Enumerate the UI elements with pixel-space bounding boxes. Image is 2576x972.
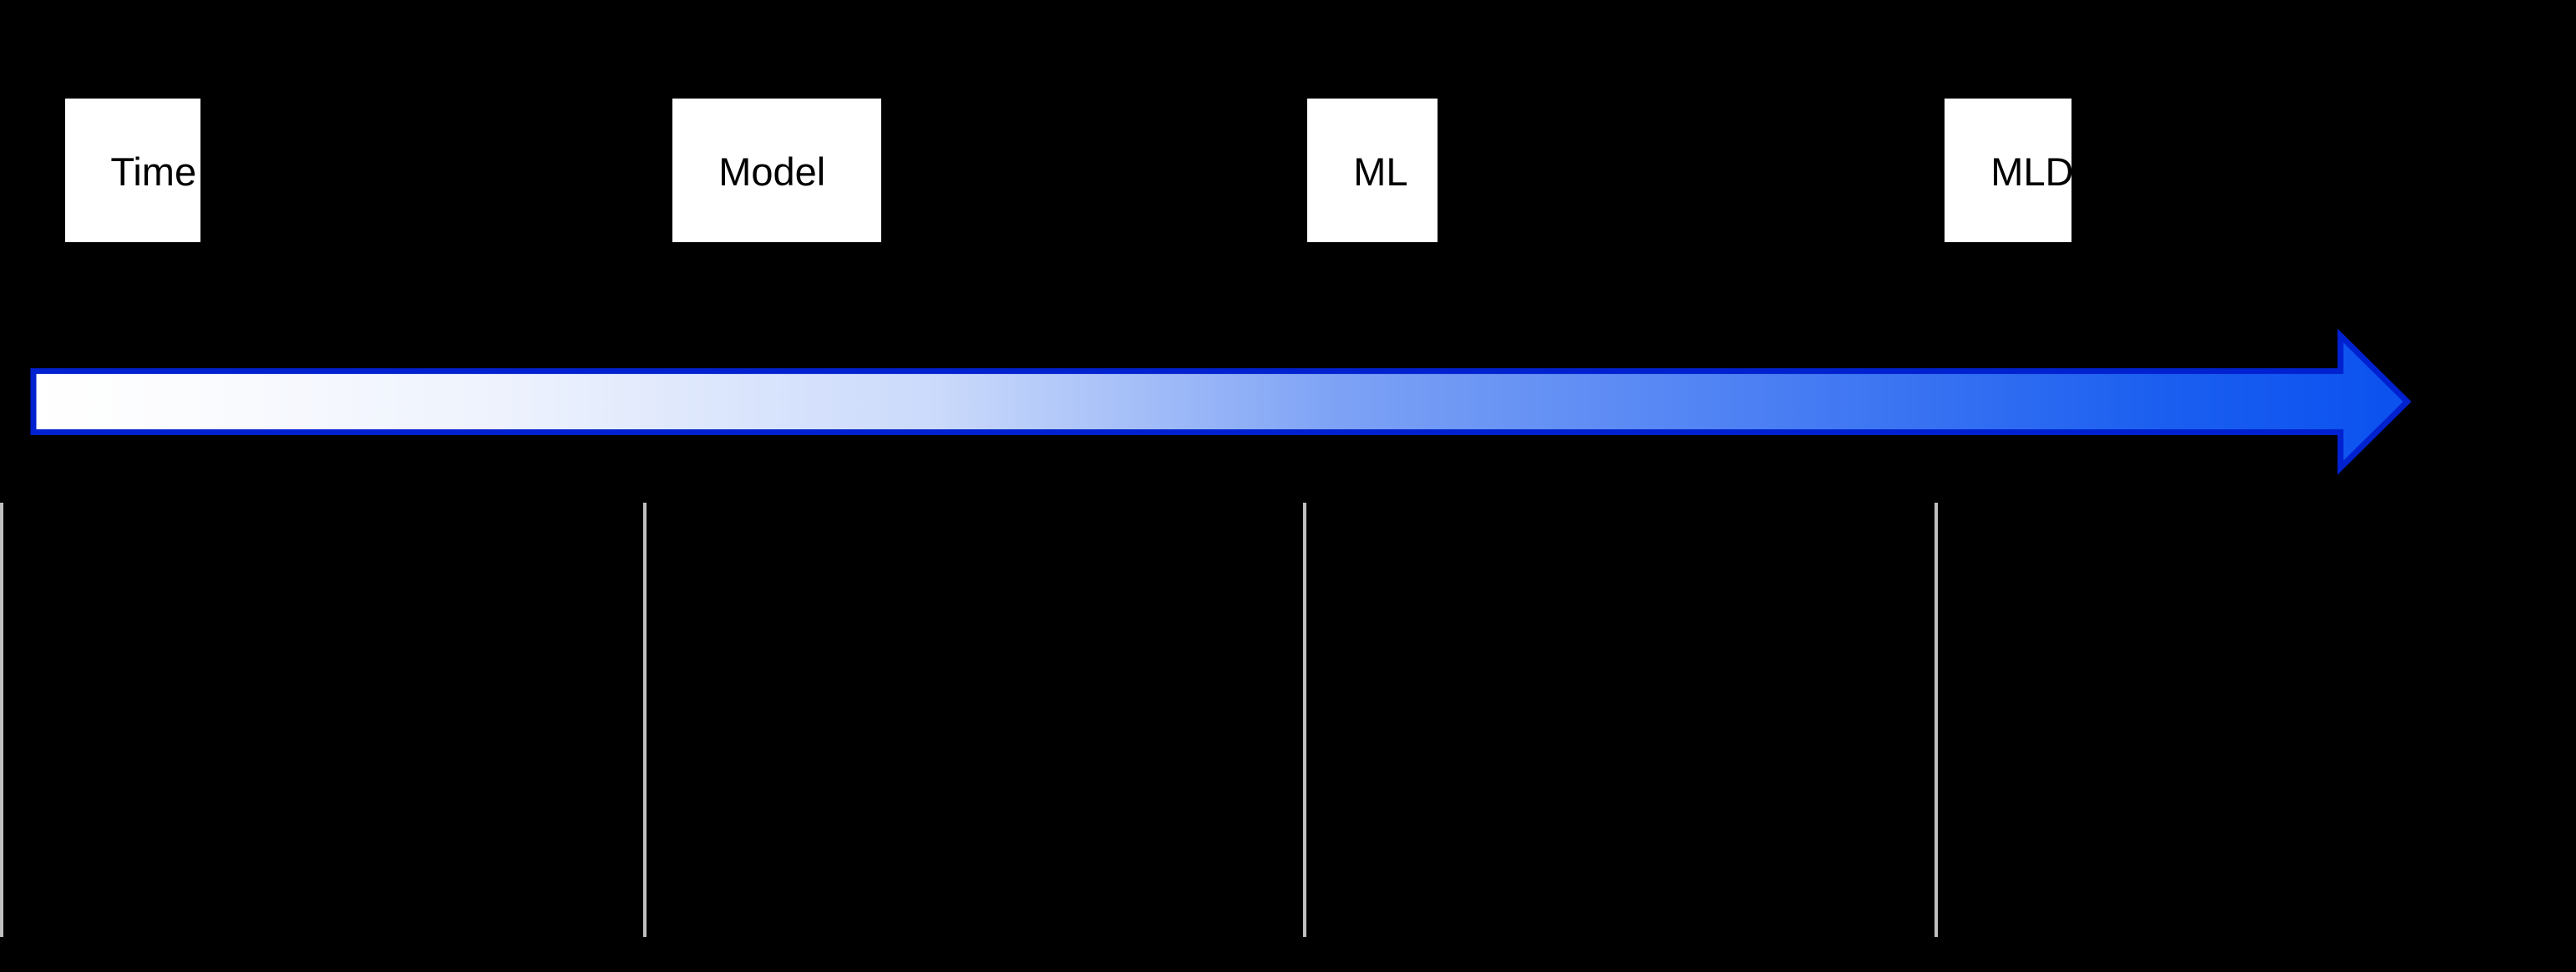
- metric-label-line-1: ML: [1353, 149, 1408, 194]
- metric-label-line-1: MLDC: [1990, 149, 2102, 194]
- metric-box-mldc-cycle-time: MLDC cycle time: [1945, 99, 2102, 381]
- metric-label-line-1: Time: [110, 149, 197, 194]
- column-divider-1: [0, 503, 3, 937]
- metric-label-line-1: Model: [718, 149, 826, 194]
- column-divider-4: [1935, 503, 1938, 937]
- metric-label-line-2: to: [111, 243, 145, 287]
- maturity-progress-arrow: [30, 327, 2412, 476]
- arrow-shape: [30, 328, 2411, 475]
- metric-label-line-2: defect: [1353, 243, 1461, 287]
- metric-box-model-deployment-time: Model deployment time: [672, 99, 921, 381]
- metric-box-ml-defect-rate: ML defect rate: [1307, 99, 1460, 381]
- column-divider-2: [643, 503, 647, 937]
- metric-box-time-to-poc: Time to POC: [65, 99, 200, 381]
- metric-label-line-2: cycle: [1990, 243, 2081, 287]
- column-divider-3: [1303, 503, 1306, 937]
- metric-label-line-2: deployment: [718, 243, 922, 287]
